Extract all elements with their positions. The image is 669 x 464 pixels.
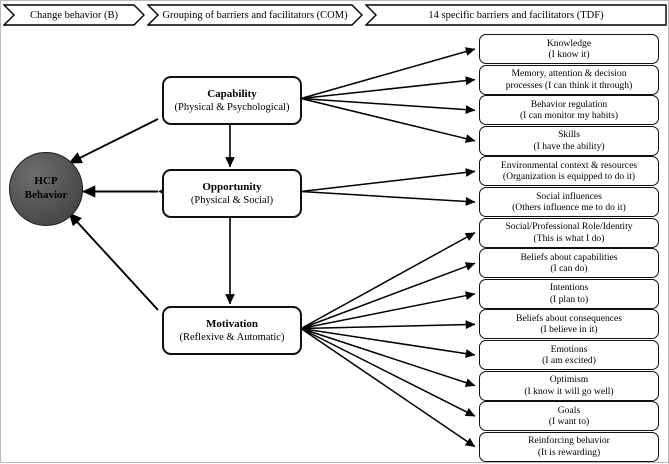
tdf-line2-behavior-regulation: (I can monitor my habits) xyxy=(519,110,619,122)
connector-line xyxy=(300,97,476,115)
com-title-capability: Capability xyxy=(207,87,257,100)
hcp-behavior-line1: HCP xyxy=(34,175,58,188)
hcp-behavior-node[interactable]: HCP Behavior xyxy=(9,152,83,226)
tdf-line2-emotions: (I am excited) xyxy=(542,355,596,366)
connector-line xyxy=(300,47,476,100)
tdf-line2-goals: (I want to) xyxy=(548,416,590,428)
connector-line xyxy=(300,327,476,417)
tdf-line1-goals: Goals xyxy=(557,404,581,416)
com-box-motivation[interactable]: Motivation (Reflexive & Automatic) xyxy=(162,306,302,355)
tdf-line2-memory-attention-decision: processes (I can think it through) xyxy=(505,79,633,91)
tdf-box-social-influences[interactable]: Social influences(Others influence me to… xyxy=(479,187,659,217)
tdf-line1-intentions: Intentions xyxy=(549,282,589,294)
tdf-line1-beliefs-about-consequences: Beliefs about consequences xyxy=(515,313,623,325)
tdf-box-emotions[interactable]: Emotions(I am excited) xyxy=(479,340,659,370)
tdf-line1-optimism: Optimism xyxy=(549,374,589,386)
tdf-line1-emotions: Emotions xyxy=(550,343,588,355)
header-label-1: Change behavior (B) xyxy=(29,9,119,21)
com-box-opportunity[interactable]: Opportunity (Physical & Social) xyxy=(162,169,302,218)
connector-line xyxy=(300,167,476,193)
connector-line xyxy=(300,262,476,330)
chevron-shape-2 xyxy=(147,4,363,26)
connector-line xyxy=(300,327,476,359)
chevron-shape-3 xyxy=(365,4,667,26)
tdf-line2-beliefs-about-capabilities: (I can do) xyxy=(550,263,588,275)
tdf-line1-skills: Skills xyxy=(558,129,580,141)
tdf-line2-reinforcing-behavior: (It is rewarding) xyxy=(537,446,601,458)
connector-line xyxy=(300,320,476,330)
connector-line xyxy=(300,190,476,206)
tdf-line2-environmental-context-resources: (Organization is equipped to do it) xyxy=(502,171,636,183)
chevron-shape-1 xyxy=(3,4,145,26)
connector-line xyxy=(67,211,159,311)
com-title-motivation: Motivation xyxy=(206,317,258,330)
tdf-line2-intentions: (I plan to) xyxy=(549,293,589,305)
tdf-box-beliefs-about-consequences[interactable]: Beliefs about consequences(I believe in … xyxy=(479,309,659,340)
connector-line xyxy=(300,327,476,448)
com-box-capability[interactable]: Capability (Physical & Psychological) xyxy=(162,76,302,125)
connector-line xyxy=(300,291,476,330)
tdf-box-goals[interactable]: Goals(I want to) xyxy=(479,401,659,432)
connector-line xyxy=(300,97,476,143)
connector-line xyxy=(300,76,476,100)
tdf-box-beliefs-about-capabilities[interactable]: Beliefs about capabilities(I can do) xyxy=(479,248,659,279)
tdf-line2-optimism: (I know it will go well) xyxy=(524,385,614,397)
tdf-line1-social-influences: Social influences xyxy=(536,190,602,202)
tdf-line2-beliefs-about-consequences: (I believe in it) xyxy=(540,324,598,336)
connector-line xyxy=(300,327,476,387)
header-segment-change-behavior: Change behavior (B) xyxy=(3,4,145,26)
tdf-line2-skills: (I have the ability) xyxy=(533,140,605,152)
tdf-line1-reinforcing-behavior: Reinforcing behavior xyxy=(528,435,610,447)
tdf-box-environmental-context-resources[interactable]: Environmental context & resources(Organi… xyxy=(479,156,659,187)
hcp-behavior-line2: Behavior xyxy=(24,189,68,201)
tdf-line2-social-influences: (Others influence me to do it) xyxy=(512,202,626,213)
tdf-line2-knowledge: (I know it) xyxy=(548,49,590,60)
com-subtitle-opportunity: (Physical & Social) xyxy=(190,194,274,206)
tdf-line1-knowledge: Knowledge xyxy=(546,37,592,49)
connector-line xyxy=(300,231,476,330)
tdf-line1-beliefs-about-capabilities: Beliefs about capabilities xyxy=(520,251,618,263)
tdf-box-reinforcing-behavior[interactable]: Reinforcing behavior(It is rewarding) xyxy=(479,431,659,462)
tdf-box-social-professional-role-identity[interactable]: Social/Professional Role/Identity(This i… xyxy=(479,217,659,248)
tdf-box-skills[interactable]: Skills(I have the ability) xyxy=(479,125,659,156)
tdf-line2-social-professional-role-identity: (This is what I do) xyxy=(533,232,605,244)
header-label-3: 14 specific barriers and facilitators (T… xyxy=(428,9,604,21)
tdf-box-optimism[interactable]: Optimism(I know it will go well) xyxy=(479,370,659,401)
header-label-2: Grouping of barriers and facilitators (C… xyxy=(162,9,348,21)
tdf-box-intentions[interactable]: Intentions(I plan to) xyxy=(479,278,659,309)
tdf-box-knowledge[interactable]: Knowledge(I know it) xyxy=(479,34,659,64)
tdf-line1-memory-attention-decision: Memory, attention & decision xyxy=(511,68,627,80)
tdf-box-behavior-regulation[interactable]: Behavior regulation(I can monitor my hab… xyxy=(479,95,659,126)
header-segment-tdf-specific: 14 specific barriers and facilitators (T… xyxy=(365,4,667,26)
tdf-line1-behavior-regulation: Behavior regulation xyxy=(530,98,608,110)
tdf-line1-environmental-context-resources: Environmental context & resources xyxy=(500,160,638,172)
header-segment-grouping-com: Grouping of barriers and facilitators (C… xyxy=(147,4,363,26)
com-subtitle-capability: (Physical & Psychological) xyxy=(174,101,290,113)
com-subtitle-motivation: (Reflexive & Automatic) xyxy=(179,331,285,343)
com-title-opportunity: Opportunity xyxy=(202,180,262,193)
connector-line xyxy=(68,118,159,165)
tdf-line1-social-professional-role-identity: Social/Professional Role/Identity xyxy=(505,221,633,233)
